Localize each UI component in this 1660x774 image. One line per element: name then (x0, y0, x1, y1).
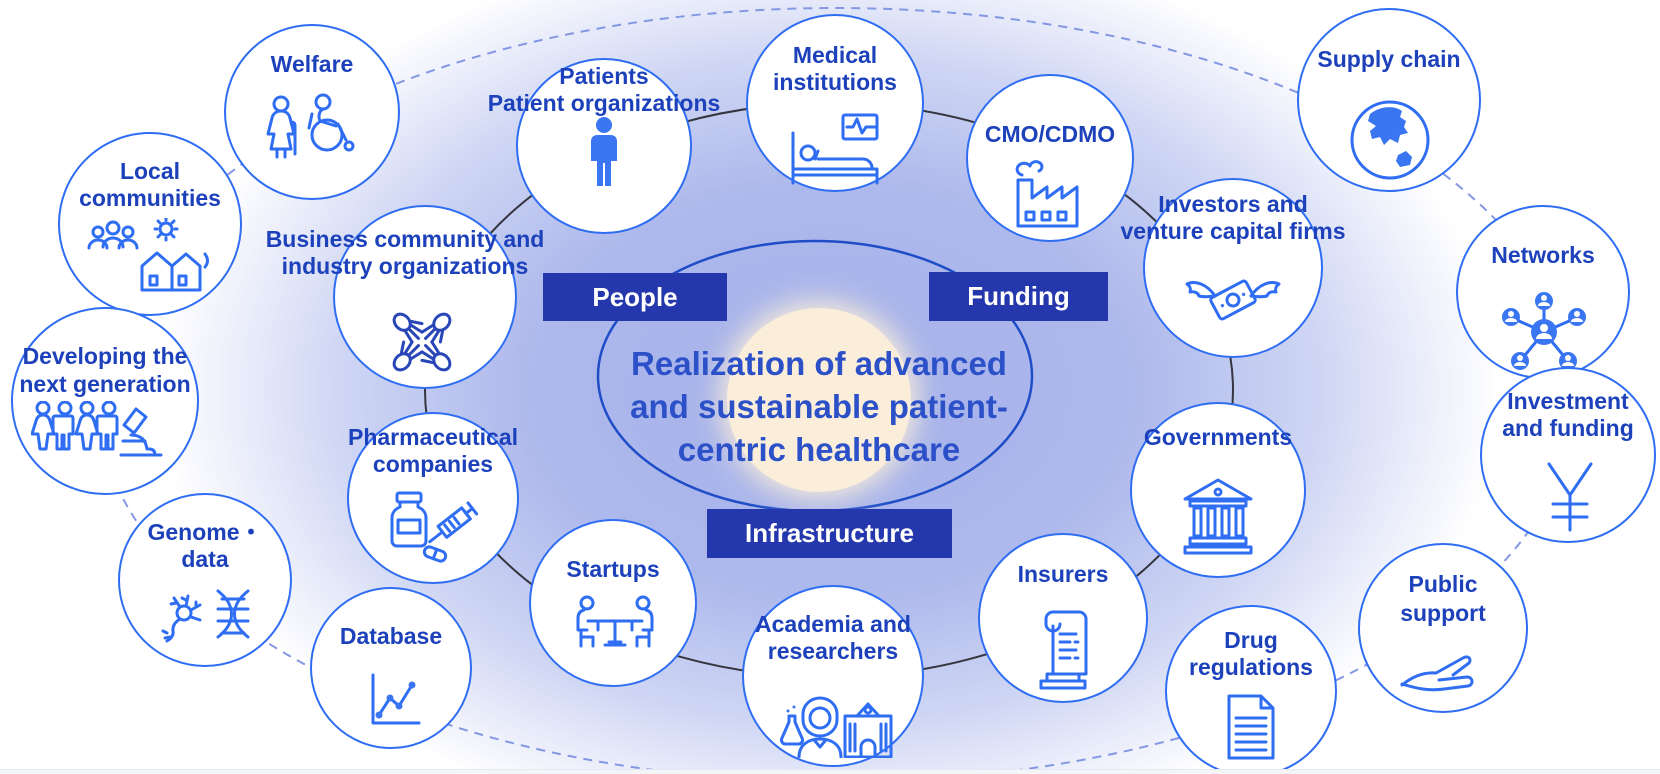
node-welfare-circle (224, 24, 400, 200)
meeting-table-icon (576, 595, 654, 648)
data-chart-icon (371, 673, 421, 725)
node-medical-label: Medical institutions (773, 42, 897, 95)
node-genome-circle (118, 493, 292, 667)
center-highlight-circle (727, 308, 911, 492)
node-supply-circle (1297, 8, 1481, 192)
node-investors-label: Investors and venture capital firms (1120, 191, 1346, 244)
hospital-bed-icon (791, 113, 879, 185)
node-public-support: Public support (1358, 543, 1528, 713)
node-supply-chain: Supply chain (1297, 8, 1481, 192)
node-genome-data: Genome・ data (118, 493, 292, 667)
node-database-label: Database (339, 623, 443, 649)
children-microscope-icon (31, 401, 163, 457)
node-developing-label: Developing the next generation (19, 343, 191, 397)
bottom-strip (0, 769, 1660, 774)
yen-icon (1547, 462, 1593, 532)
node-genome-label: Genome・ data (147, 519, 263, 572)
node-startups-circle (529, 519, 697, 687)
node-local-communities: Local communities (58, 132, 242, 316)
node-medical-circle (746, 14, 924, 192)
node-drug-circle (1165, 605, 1337, 774)
node-networks: Networks (1456, 205, 1630, 379)
node-startups: Startups (529, 519, 697, 687)
node-database: Database (310, 587, 472, 749)
node-business-label: Business community and industry organiza… (265, 226, 545, 279)
factory-icon (1015, 160, 1079, 228)
node-medical-institutions: Medical institutions (746, 14, 924, 192)
globe-icon (1350, 100, 1430, 180)
policy-scroll-icon (1039, 610, 1088, 690)
node-patients: Patients Patient organizations (488, 58, 720, 234)
medicine-syringe-icon (390, 491, 479, 563)
node-drug-regulations: Drug regulations (1165, 605, 1337, 774)
node-academia-circle (742, 585, 924, 767)
node-pharma: Pharmaceutical companies (347, 412, 519, 584)
badge-funding-label: Funding (967, 281, 1070, 311)
node-investors-circle (1143, 178, 1323, 358)
node-business-community: Business community and industry organiza… (266, 205, 544, 389)
node-networks-circle (1456, 205, 1630, 379)
patient-person-icon (591, 117, 617, 186)
node-pharma-label: Pharmaceutical companies (347, 424, 519, 477)
node-public-label: Public support (1400, 571, 1486, 626)
caregiving-icon (266, 93, 355, 159)
node-investors: Investors and venture capital firms (1121, 178, 1345, 358)
node-welfare-label: Welfare (270, 51, 354, 77)
badge-funding: Funding (929, 272, 1108, 321)
joined-hands-icon (392, 312, 452, 372)
badge-infrastructure: Infrastructure (707, 509, 952, 558)
node-cmo-cdmo: CMO/CDMO (966, 74, 1134, 242)
node-cmo-label: CMO/CDMO (984, 121, 1116, 147)
badge-people: People (543, 273, 727, 321)
community-houses-icon (87, 218, 209, 292)
node-academia: Academia and researchers (742, 585, 924, 767)
node-local-label: Local communities (79, 158, 221, 211)
node-networks-label: Networks (1491, 242, 1595, 268)
regulation-document-icon (1227, 694, 1275, 760)
node-investment-funding: Investment and funding (1480, 367, 1656, 543)
node-drug-label: Drug regulations (1189, 627, 1313, 680)
node-patients-label: Patients Patient organizations (487, 63, 721, 116)
node-governments: Governments (1130, 402, 1306, 578)
node-insurers-label: Insurers (1017, 561, 1109, 587)
people-network-icon (1502, 292, 1586, 370)
winged-money-icon (1185, 279, 1281, 321)
badge-people-label: People (592, 281, 678, 312)
badge-infrastructure-label: Infrastructure (744, 518, 915, 548)
node-investment-circle (1480, 367, 1656, 543)
node-investment-label: Investment and funding (1502, 388, 1634, 441)
government-building-icon (1183, 478, 1253, 555)
node-academia-label: Academia and researchers (755, 611, 911, 664)
supporting-hand-icon (1400, 655, 1474, 692)
node-governments-label: Governments (1143, 424, 1293, 450)
researcher-school-icon (779, 696, 893, 758)
node-business-circle (333, 205, 517, 389)
node-startups-label: Startups (566, 556, 660, 582)
node-supply-label: Supply chain (1317, 46, 1461, 72)
center-title: Realization of advanced and sustainable … (630, 345, 1008, 468)
node-welfare: Welfare (224, 24, 400, 200)
node-public-circle (1358, 543, 1528, 713)
neuron-dna-icon (161, 589, 250, 643)
node-developing-next-generation: Developing the next generation (11, 307, 199, 495)
node-insurers: Insurers (978, 533, 1148, 703)
